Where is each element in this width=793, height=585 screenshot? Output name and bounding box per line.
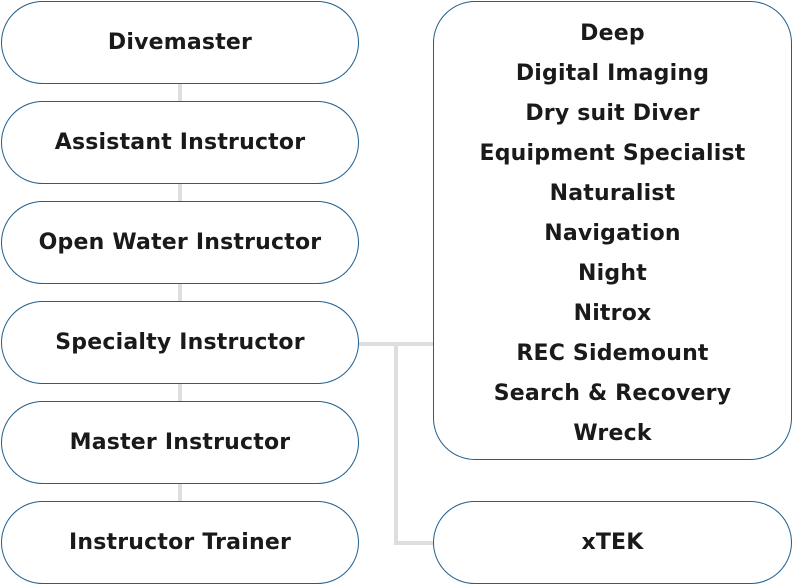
- xtek-node: xTEK: [433, 501, 792, 584]
- connector-branch-vertical: [394, 342, 398, 545]
- specialty-item: Search & Recovery: [493, 381, 732, 406]
- connector-assistant-openwater: [178, 184, 182, 201]
- specialties-list: Deep Digital Imaging Dry suit Diver Equi…: [434, 14, 791, 454]
- connector-divemaster-assistant: [178, 84, 182, 101]
- level-node-instructor-trainer: Instructor Trainer: [1, 501, 359, 584]
- connector-specialty-master: [178, 384, 182, 401]
- level-label: Specialty Instructor: [55, 330, 305, 355]
- specialty-item: Naturalist: [549, 181, 676, 206]
- level-node-assistant-instructor: Assistant Instructor: [1, 101, 359, 184]
- level-label: Assistant Instructor: [54, 130, 306, 155]
- specialty-item: Digital Imaging: [515, 61, 710, 86]
- level-label: Open Water Instructor: [38, 230, 322, 255]
- level-node-specialty-instructor: Specialty Instructor: [1, 301, 359, 384]
- level-label: Instructor Trainer: [68, 530, 291, 555]
- specialty-item: Dry suit Diver: [525, 101, 700, 126]
- level-node-master-instructor: Master Instructor: [1, 401, 359, 484]
- level-label: Divemaster: [107, 30, 253, 55]
- connector-openwater-specialty: [178, 284, 182, 301]
- specialty-item: Equipment Specialist: [479, 141, 746, 166]
- level-node-open-water-instructor: Open Water Instructor: [1, 201, 359, 284]
- specialty-item: REC Sidemount: [516, 341, 709, 366]
- specialty-item: Nitrox: [573, 301, 652, 326]
- specialties-box: Deep Digital Imaging Dry suit Diver Equi…: [433, 1, 792, 460]
- specialty-item: Navigation: [544, 221, 681, 246]
- level-node-divemaster: Divemaster: [1, 1, 359, 84]
- level-label: Master Instructor: [69, 430, 291, 455]
- xtek-label: xTEK: [581, 530, 644, 555]
- specialty-item: Wreck: [573, 421, 652, 446]
- connector-master-trainer: [178, 484, 182, 501]
- specialty-item: Night: [578, 261, 647, 286]
- connector-branch-to-xtek: [394, 541, 434, 545]
- specialty-item: Deep: [580, 21, 645, 46]
